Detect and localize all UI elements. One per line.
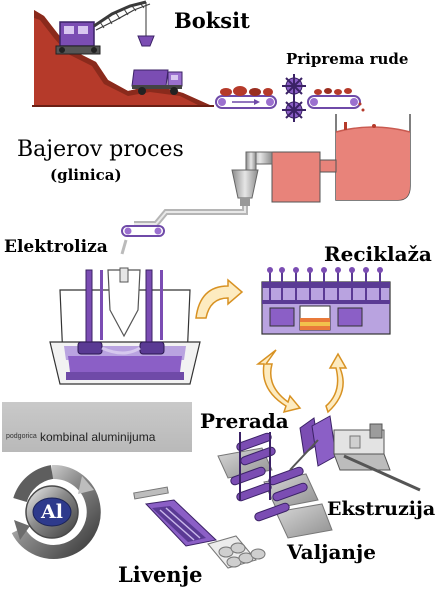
logo-company-name: kombinal aluminijuma: [40, 430, 156, 444]
al-symbol-text: Al: [41, 501, 63, 523]
electrolysis-cell-illustration: [49, 267, 201, 385]
stage-label-ekstruzija: Ekstruzija: [327, 498, 436, 520]
logo-prefix-text: podgorica: [6, 433, 37, 440]
stage-label-glinica: (glinica): [50, 166, 122, 184]
stage-label-elektroliza: Elektroliza: [4, 237, 108, 257]
stage-label-boksit: Boksit: [174, 8, 250, 33]
bauxite-mine-illustration: [32, 10, 214, 107]
kombinat-logo-banner: podgorica kombinal aluminijuma: [2, 402, 192, 452]
flow-arrow-icon: [195, 278, 244, 319]
dump-truck-illustration: [131, 69, 183, 95]
recycle-loop-arrow-icon: [255, 349, 348, 414]
stage-label-priprema-rude: Priprema rude: [286, 50, 409, 68]
stage-label-valjanje: Valjanje: [287, 540, 376, 564]
excavator-illustration: [55, 0, 155, 55]
digester-tank-illustration: [335, 114, 411, 201]
al-recycle-badge-icon: [11, 464, 101, 559]
bayer-pipe-illustration: [120, 151, 337, 255]
rolling-mill-illustration: [217, 432, 333, 539]
ore-crusher-illustration: [282, 74, 306, 122]
ore-conveyor-illustration: [215, 86, 365, 118]
extrusion-press-illustration: [289, 415, 421, 492]
stage-label-prerada: Prerada: [200, 409, 289, 433]
stage-label-livenje: Livenje: [118, 562, 203, 587]
recycling-furnace-illustration: [261, 267, 391, 335]
stage-label-reciklaza: Reciklaža: [324, 242, 432, 266]
casting-table-illustration: [133, 486, 266, 569]
stage-label-bajerov-proces: Bajerov proces: [17, 137, 184, 162]
